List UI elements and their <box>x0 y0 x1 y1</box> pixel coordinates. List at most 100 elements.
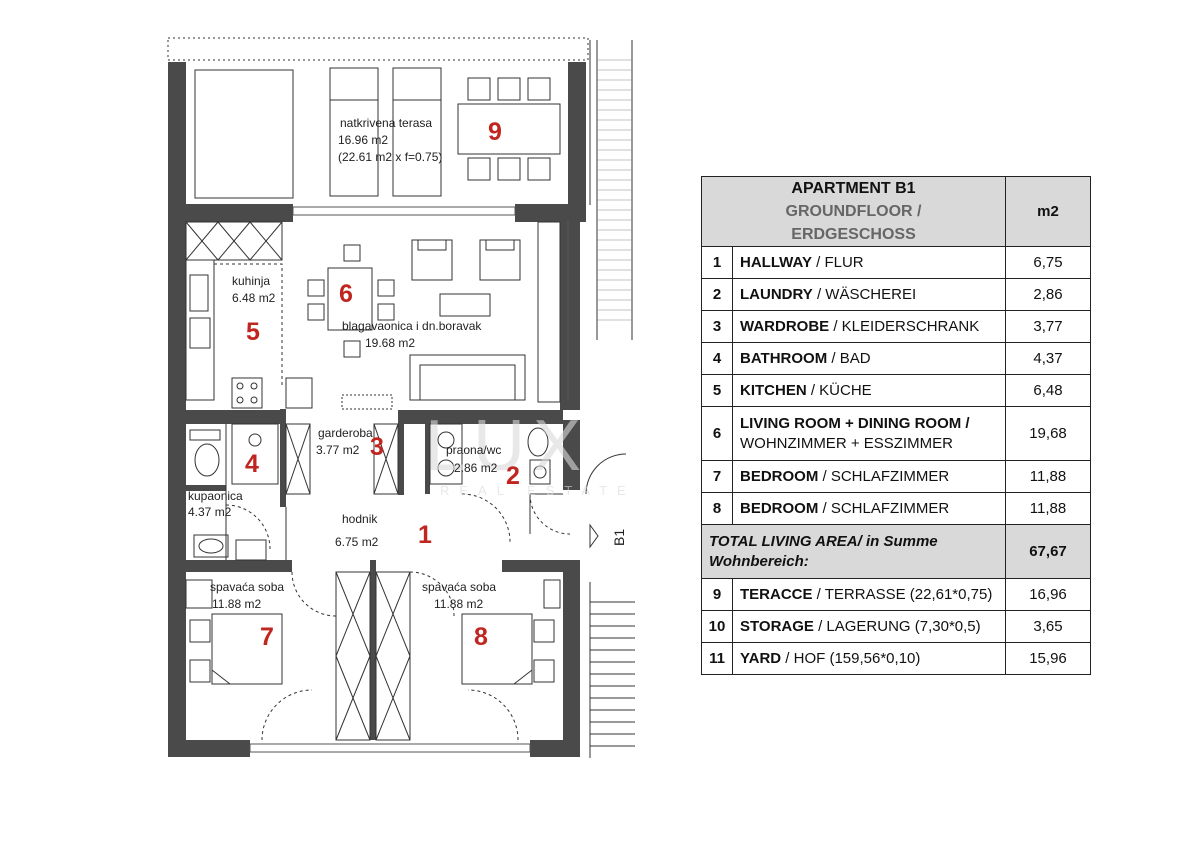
section-marker: B1 <box>589 523 627 549</box>
table-title: APARTMENT B1 <box>791 180 916 197</box>
room-number-6: 6 <box>339 280 353 308</box>
row-value: 6,75 <box>1005 246 1091 279</box>
table-row: 5 KITCHEN / KÜCHE 6,48 <box>701 374 1091 407</box>
row-label: BEDROOM / SCHLAFZIMMER <box>732 460 1006 493</box>
row-label-de: / LAGERUNG (7,30*0,5) <box>813 618 981 635</box>
room-area-5: 6.48 m2 <box>232 291 276 305</box>
table-row: 4 BATHROOM / BAD 4,37 <box>701 342 1091 375</box>
row-label-en: LAUNDRY <box>740 286 813 303</box>
row-number: 2 <box>701 278 733 311</box>
table-row: 7 BEDROOM / SCHLAFZIMMER 11,88 <box>701 460 1091 493</box>
row-label-de: / BAD <box>827 350 871 367</box>
room-name-7: spavaća soba <box>210 580 284 594</box>
row-number: 1 <box>701 246 733 279</box>
windows <box>249 206 569 753</box>
row-number: 10 <box>701 610 733 643</box>
room-name-4: kupaonica <box>188 489 243 503</box>
bath-fixtures <box>189 423 551 561</box>
row-label-en: BEDROOM <box>740 500 819 517</box>
watermark-logo: LUX <box>425 406 589 486</box>
row-label-en: YARD <box>740 650 782 667</box>
row-number: 11 <box>701 642 733 675</box>
room-area-3: 3.77 m2 <box>316 443 360 457</box>
row-label-de: / WÄSCHEREI <box>812 286 917 303</box>
room-area-6: 19.68 m2 <box>365 336 415 350</box>
row-value: 4,37 <box>1005 342 1091 375</box>
row-value: 2,86 <box>1005 278 1091 311</box>
room-name-9: natkrivena terasa <box>340 116 432 130</box>
wardrobe-fixtures <box>285 423 411 741</box>
row-label: LAUNDRY / WÄSCHEREI <box>732 278 1006 311</box>
section-label: B1 <box>611 529 627 546</box>
row-number: 4 <box>701 342 733 375</box>
row-label-en: BEDROOM <box>740 468 819 485</box>
room-name-1: hodnik <box>342 512 378 526</box>
room-name-8: spavaća soba <box>422 580 496 594</box>
room-name-6: blagavaonica i dn.boravak <box>342 319 482 333</box>
walls <box>168 62 586 757</box>
area-table: APARTMENT B1 GROUNDFLOOR / ERDGESCHOSS m… <box>701 176 1091 675</box>
row-number: 8 <box>701 492 733 525</box>
room-name-5: kuhinja <box>232 274 270 288</box>
room-number-2: 2 <box>506 462 520 490</box>
room-area-1: 6.75 m2 <box>335 535 379 549</box>
row-label-en: LIVING ROOM + DINING ROOM / <box>740 414 970 432</box>
row-value: 19,68 <box>1005 406 1091 461</box>
total-label-1: TOTAL LIVING AREA/ in Summe <box>709 532 938 550</box>
bed-room-8 <box>461 613 555 685</box>
table-row: 9 TERACCE / TERRASSE (22,61*0,75) 16,96 <box>701 578 1091 611</box>
room-number-5: 5 <box>246 318 260 346</box>
table-header: APARTMENT B1 GROUNDFLOOR / ERDGESCHOSS m… <box>701 176 1091 247</box>
row-value: 11,88 <box>1005 460 1091 493</box>
row-label-en: BATHROOM <box>740 350 828 367</box>
total-value: 67,67 <box>1005 524 1091 579</box>
room-area-9: 16.96 m2 <box>338 133 388 147</box>
room-number-9: 9 <box>488 118 502 146</box>
table-subtitle-2: ERDGESCHOSS <box>791 226 916 243</box>
room-number-1: 1 <box>418 521 432 549</box>
row-label-en: STORAGE <box>740 618 814 635</box>
bedroom-closets <box>185 579 561 609</box>
watermark: LUX REAL ESTATE <box>425 406 636 498</box>
room-name-3: garderoba <box>318 426 373 440</box>
watermark-sub: REAL ESTATE <box>440 483 636 498</box>
row-value: 16,96 <box>1005 578 1091 611</box>
row-label: KITCHEN / KÜCHE <box>732 374 1006 407</box>
row-number: 9 <box>701 578 733 611</box>
row-number: 5 <box>701 374 733 407</box>
row-label: LIVING ROOM + DINING ROOM /WOHNZIMMER + … <box>732 406 1006 461</box>
room-area-4: 4.37 m2 <box>188 505 232 519</box>
row-label: YARD / HOF (159,56*0,10) <box>732 642 1006 675</box>
room-area-2: 2.86 m2 <box>454 461 498 475</box>
table-row: 8 BEDROOM / SCHLAFZIMMER 11,88 <box>701 492 1091 525</box>
row-label-de: / HOF (159,56*0,10) <box>781 650 921 667</box>
kitchen-fixtures <box>185 221 313 409</box>
table-row: 10 STORAGE / LAGERUNG (7,30*0,5) 3,65 <box>701 610 1091 643</box>
room-area-8: 11.88 m2 <box>434 597 483 611</box>
table-row: 3 WARDROBE / KLEIDERSCHRANK 3,77 <box>701 310 1091 343</box>
row-label-en: WARDROBE <box>740 318 830 335</box>
bed-room-7 <box>189 613 283 685</box>
row-label: TERACCE / TERRASSE (22,61*0,75) <box>732 578 1006 611</box>
row-label: HALLWAY / FLUR <box>732 246 1006 279</box>
row-label-en: HALLWAY <box>740 254 812 271</box>
row-label-de: / FLUR <box>811 254 864 271</box>
row-value: 6,48 <box>1005 374 1091 407</box>
table-subtitle-1: GROUNDFLOOR / <box>785 203 922 220</box>
exterior-stairs <box>589 582 635 758</box>
table-row: 6 LIVING ROOM + DINING ROOM /WOHNZIMMER … <box>701 406 1091 461</box>
row-label: BATHROOM / BAD <box>732 342 1006 375</box>
table-title-cell: APARTMENT B1 GROUNDFLOOR / ERDGESCHOSS <box>701 176 1006 247</box>
row-label: WARDROBE / KLEIDERSCHRANK <box>732 310 1006 343</box>
terrace-furniture <box>194 67 561 199</box>
room-number-3: 3 <box>370 433 384 461</box>
table-row: 1 HALLWAY / FLUR 6,75 <box>701 246 1091 279</box>
row-value: 15,96 <box>1005 642 1091 675</box>
room-name-2: praona/wc <box>446 443 501 457</box>
table-row: 2 LAUNDRY / WÄSCHEREI 2,86 <box>701 278 1091 311</box>
railing-hatch <box>597 59 632 321</box>
row-number: 6 <box>701 406 733 461</box>
row-label-de: / SCHLAFZIMMER <box>818 468 950 485</box>
